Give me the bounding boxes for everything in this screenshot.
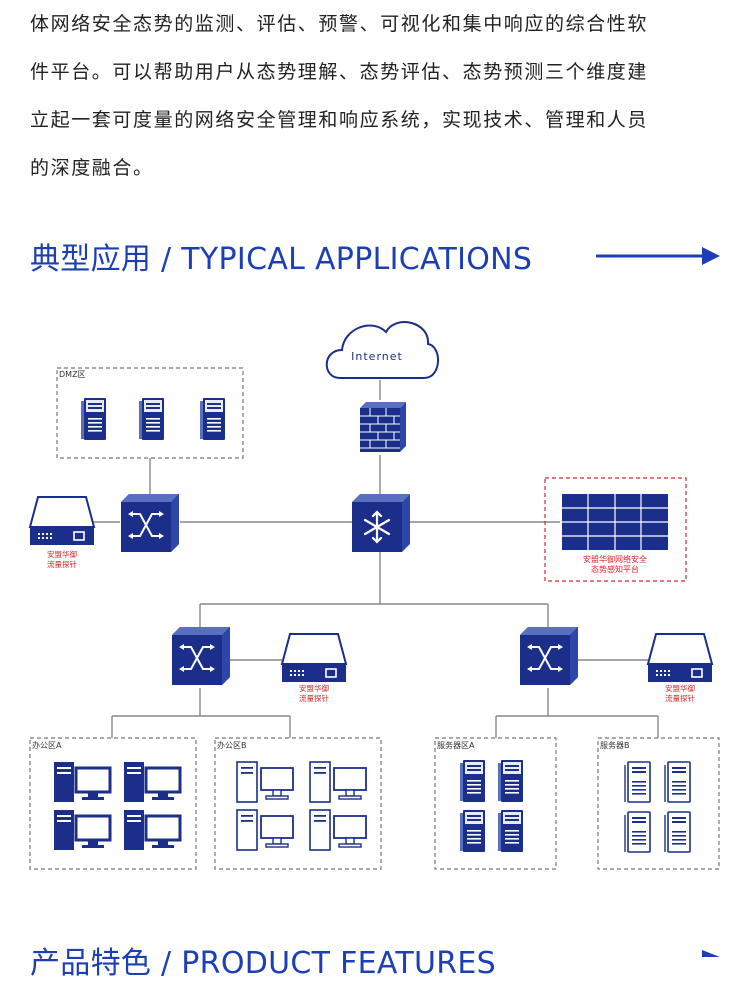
dmz-zone-box [56,367,244,459]
probe-label-line1: 安盟华御 [299,683,329,693]
office-pc-icon [309,761,367,803]
office-b-label: 办公区B [217,740,247,750]
server-b-label: 服务器B [600,740,630,750]
server-icon [460,760,485,802]
firewall-icon [360,402,406,452]
office-pc-icon [122,808,182,852]
probe-label-line1: 安盟华御 [665,683,695,693]
dmz-switch-icon [120,493,180,553]
arrow-right-icon [596,247,720,265]
platform-label-line1: 安盟华御网络安全 [583,554,647,564]
office-pc-icon [236,761,294,803]
office-b-zone-box [214,737,382,870]
server-icon [664,811,691,853]
intro-paragraph: 体网络安全态势的监测、评估、预警、可视化和集中响应的综合性软 件平台。可以帮助用… [30,0,722,192]
core-switch-icon [352,494,410,552]
intro-line: 立起一套可度量的网络安全管理和响应系统，实现技术、管理和人员 [30,109,649,131]
office-pc-icon [122,760,182,804]
office-a-zone-box [29,737,197,870]
office-pc-icon [52,760,112,804]
features-heading: 产品特色 / PRODUCT FEATURES [30,946,497,981]
dmz-server-icon [200,398,225,440]
platform-zone-box [544,477,687,582]
dmz-server-icon [81,398,106,440]
office-switch-icon [171,626,231,686]
probe-label-line2: 流量探针 [665,693,695,703]
dmz-label: DMZ区 [59,370,86,379]
probe-label-line1: 安盟华御 [47,549,77,559]
section-title-applications: 典型应用 / TYPICAL APPLICATIONS [30,234,532,278]
internet-cloud-icon [325,321,440,379]
dmz-server-icon [139,398,164,440]
arrow-right-icon [702,950,720,957]
probe-label-line2: 流量探针 [299,693,329,703]
office-a-label: 办公区A [32,740,62,750]
probe-device-icon [647,633,713,683]
section-title-features: 产品特色 / PRODUCT FEATURES [30,938,496,982]
server-icon [624,811,651,853]
intro-line: 的深度融合。 [30,157,154,179]
intro-line: 件平台。可以帮助用户从态势理解、态势评估、态势预测三个维度建 [30,61,649,83]
internet-label: Internet [351,350,403,363]
office-pc-icon [236,809,294,851]
server-switch-icon [519,626,579,686]
platform-display-icon [562,494,668,550]
probe-device-icon [29,496,95,546]
server-a-zone-box [434,737,557,870]
network-topology-diagram: Internet DMZ区 安盟华御 流量探针 [29,321,720,870]
server-icon [460,810,485,852]
server-icon [624,761,651,803]
server-icon [664,761,691,803]
server-a-label: 服务器区A [437,740,475,750]
probe-device-icon [281,633,347,683]
applications-heading: 典型应用 / TYPICAL APPLICATIONS [30,242,533,277]
intro-line: 体网络安全态势的监测、评估、预警、可视化和集中响应的综合性软 [30,13,649,35]
connection-lines [92,380,659,738]
server-icon [498,810,523,852]
platform-label-line2: 态势感知平台 [591,564,639,574]
office-pc-icon [309,809,367,851]
server-icon [498,760,523,802]
server-b-zone-box [597,737,720,870]
probe-label-line2: 流量探针 [47,559,77,569]
office-pc-icon [52,808,112,852]
